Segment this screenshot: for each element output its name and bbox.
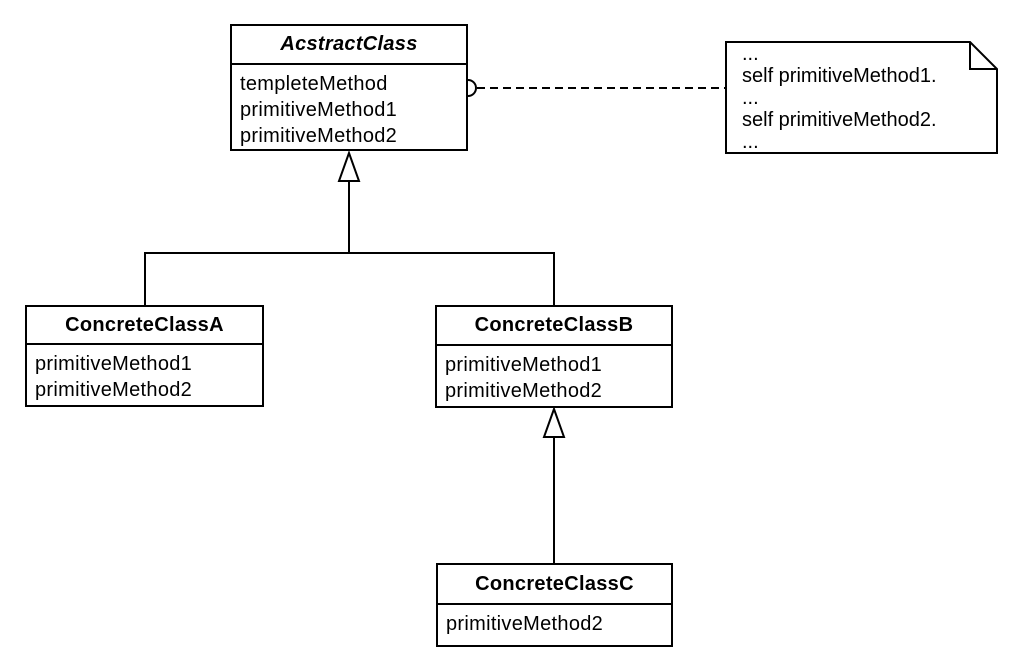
method-primitivemethod1: primitiveMethod1 [35,353,193,375]
class-methods-concreteclassa: primitiveMethod1 primitiveMethod2 [27,345,262,405]
note-line-ellipsis: ... [742,87,759,109]
method-primitivemethod2: primitiveMethod2 [240,125,398,147]
class-methods-concreteclassc: primitiveMethod2 [438,605,671,645]
method-primitivemethod2: primitiveMethod2 [445,380,603,402]
class-box-concreteclassa[interactable]: ConcreteClassA primitiveMethod1 primitiv… [25,305,264,407]
class-name-concreteclassa: ConcreteClassA [27,307,262,345]
generalization-branch-line [144,252,555,305]
class-name-concreteclassc: ConcreteClassC [438,565,671,605]
method-primitivemethod2: primitiveMethod2 [35,379,193,401]
note-fold-corner [969,42,997,70]
note-line-call-primitivemethod2: self primitiveMethod2. [742,109,937,131]
note-line-ellipsis: ... [742,43,759,65]
generalization-arrowhead-concreteclassb [542,406,566,438]
class-methods-concreteclassb: primitiveMethod1 primitiveMethod2 [437,346,671,406]
class-name-concreteclassb: ConcreteClassB [437,307,671,346]
method-primitivemethod2: primitiveMethod2 [446,613,604,635]
class-box-concreteclassb[interactable]: ConcreteClassB primitiveMethod1 primitiv… [435,305,673,408]
class-box-acstractclass[interactable]: AcstractClass templeteMethod primitiveMe… [230,24,468,151]
note-line-ellipsis: ... [742,131,759,153]
method-primitivemethod1: primitiveMethod1 [240,99,398,121]
class-name-acstractclass: AcstractClass [232,26,466,65]
method-templetemethod: templeteMethod [240,73,388,95]
note-line-call-primitivemethod1: self primitiveMethod1. [742,65,937,87]
class-methods-acstractclass: templeteMethod primitiveMethod1 primitiv… [232,65,466,149]
method-primitivemethod1: primitiveMethod1 [445,354,603,376]
class-box-concreteclassc[interactable]: ConcreteClassC primitiveMethod2 [436,563,673,647]
generalization-arrowhead-abstractclass [337,150,361,182]
note-text: ... self primitiveMethod1. ... self prim… [726,42,997,153]
note-shape [725,41,998,154]
